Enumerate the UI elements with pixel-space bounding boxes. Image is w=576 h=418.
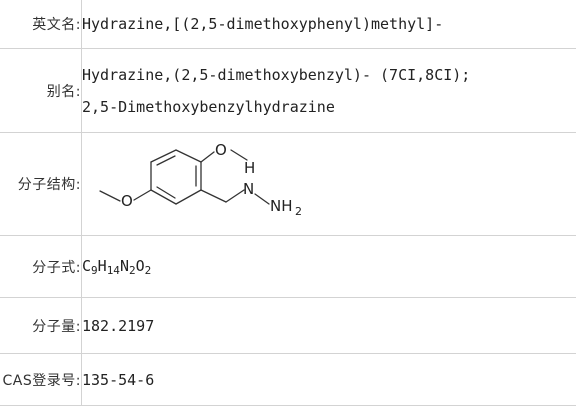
weight-label: 分子量: [0,297,82,354]
atom-oxygen-left: O [121,192,133,210]
ring-double-bond [156,155,176,166]
row-weight: 分子量: 182.2197 [0,297,576,354]
alias-value: Hydrazine,(2,5-dimethoxybenzyl)- (7CI,8C… [81,48,576,133]
atom-nh: NH [270,197,293,215]
alias-label: 别名: [0,48,82,133]
ring-double-bond [156,186,176,199]
formula-n: N [119,256,129,275]
structure-label: 分子结构: [0,132,82,236]
formula-o-count: 2 [144,263,152,277]
row-structure: 分子结构: [0,132,576,236]
methoxy-bond [200,151,215,163]
formula-c: C [82,256,92,275]
english-name-label: 英文名: [0,0,82,49]
ring-bond [175,149,202,163]
formula-h: H [97,256,107,275]
english-name-value: Hydrazine,[(2,5-dimethoxyphenyl)methyl]- [81,0,576,49]
atom-oxygen-top: O [215,141,227,159]
compound-info-table: 英文名: Hydrazine,[(2,5-dimethoxyphenyl)met… [0,0,576,406]
atom-hydrogen: H [244,159,255,177]
atom-nitrogen: N [243,180,254,198]
chain-bond [254,193,270,205]
weight-value: 182.2197 [81,297,576,354]
methoxy-bond [230,149,248,161]
row-formula: 分子式: C9H14N2O2 [0,235,576,298]
alias-line-1: Hydrazine,(2,5-dimethoxybenzyl)- (7CI,8C… [82,65,471,84]
atom-nh-subscript: 2 [295,205,302,218]
structure-cell: O O H N NH 2 [81,132,576,236]
ring-bond [175,189,202,205]
chain-bond [200,189,227,203]
formula-label: 分子式: [0,235,82,298]
cas-label: CAS登录号: [0,353,82,406]
methoxy-bond [99,190,121,202]
cas-value: 135-54-6 [81,353,576,406]
ring-bond [150,189,177,205]
chain-bond [225,189,245,203]
formula-c-count: 9 [91,263,98,277]
formula-h-count: 14 [106,263,120,277]
molecule-structure-image: O O H N NH 2 [99,141,302,218]
row-cas: CAS登录号: 135-54-6 [0,353,576,406]
row-english-name: 英文名: Hydrazine,[(2,5-dimethoxyphenyl)met… [0,0,576,49]
formula-o: O [135,256,145,275]
methoxy-bond [133,189,152,201]
ring-bond [150,149,177,163]
alias-line-2: 2,5-Dimethoxybenzylhydrazine [82,97,335,116]
formula-n-count: 2 [128,263,136,277]
formula-value: C9H14N2O2 [81,235,576,298]
row-alias: 别名: Hydrazine,(2,5-dimethoxybenzyl)- (7C… [0,48,576,133]
